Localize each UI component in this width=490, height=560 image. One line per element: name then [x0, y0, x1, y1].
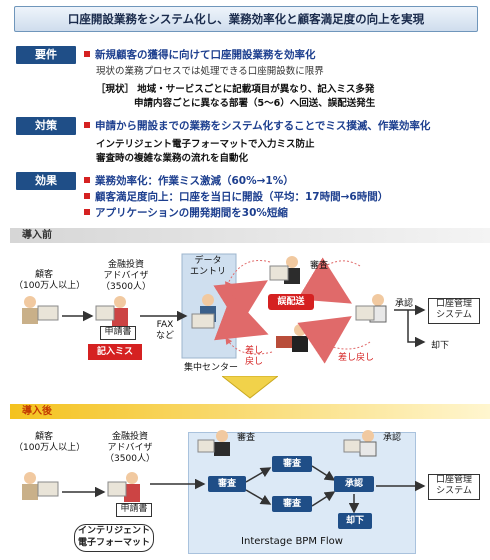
- after-diagram: [22, 430, 426, 514]
- center-label: 集中センター: [183, 363, 238, 373]
- requirement-line-3: ［現状］ 地域・サービスごとに記載項目が異なり、記入ミス多発: [96, 84, 375, 95]
- after-approver-figure: [343, 430, 377, 457]
- flow-node-review-3: 審査: [272, 496, 312, 512]
- flow-node-review-1: 審査: [208, 476, 246, 492]
- effect-line-3: アプリケーションの開発期間を30%短縮: [84, 205, 288, 220]
- before-reject-label: 却下: [430, 341, 449, 351]
- after-advisor-figure: [107, 472, 140, 502]
- before-approval-label: 承認: [394, 299, 413, 309]
- label-measure: 対策: [16, 117, 76, 135]
- entry-error-tag: 記入ミス: [88, 344, 142, 360]
- effect-line-2: 顧客満足度向上：口座を当日に開設（平均：17時間→6時間）: [84, 189, 388, 204]
- after-customer-label: 顧客（100万人以上）: [14, 432, 86, 453]
- bpm-flow-label: Interstage BPM Flow: [241, 536, 343, 547]
- after-customer-figure: [22, 472, 59, 500]
- data-entry-label: データエントリ: [189, 256, 226, 277]
- intelligent-format-bubble: インテリジェント電子フォーマット: [74, 524, 154, 552]
- requirement-line-4: 申請内容ごとに異なる部署（5〜6）へ回送、誤配送発生: [134, 98, 376, 109]
- effect-line-1: 業務効率化：作業ミス激減（60%→1%）: [84, 173, 294, 188]
- misdelivery-tag: 誤配送: [268, 294, 314, 310]
- transition-arrow: [222, 376, 278, 399]
- before-customer-label: 顧客（100万人以上）: [14, 270, 86, 291]
- reviewer2-figure: [276, 324, 308, 352]
- before-system-box: 口座管理システム: [428, 298, 480, 324]
- return1-label: 差し戻し: [244, 346, 263, 367]
- after-application-form: 申請書: [116, 503, 152, 517]
- entry-operator-figure: [191, 294, 216, 329]
- requirement-line-1: 新規顧客の獲得に向けて口座開設業務を効率化: [84, 47, 316, 62]
- flow-node-review-2: 審査: [272, 456, 312, 472]
- before-header: 導入前: [10, 228, 490, 243]
- before-advisor-label: 金融投資アドバイザ（3500人）: [101, 260, 151, 292]
- measure-line-3: 審査時の複雑な業務の流れを自動化: [96, 153, 249, 164]
- after-advisor-label: 金融投資アドバイザ（3500人）: [105, 432, 155, 464]
- return2-label: 差し戻し: [337, 353, 374, 363]
- before-diagram: [22, 253, 426, 364]
- customer-figure: [22, 296, 59, 324]
- approver-figure: [355, 294, 387, 323]
- after-reviewer-figure: [197, 430, 230, 456]
- reviewer1-figure: [269, 256, 300, 284]
- requirement-line-2: 現状の業務プロセスでは処理できる口座開設数に限界: [96, 66, 324, 77]
- after-system-box: 口座管理システム: [428, 474, 480, 500]
- measure-line-1: 申請から開設までの業務をシステム化することでミス撲滅、作業効率化: [84, 118, 430, 133]
- before-application-form: 申請書: [100, 326, 136, 340]
- after-approval-label: 承認: [382, 433, 401, 443]
- page-title: 口座開設業務をシステム化し、業務効率化と顧客満足度の向上を実現: [14, 6, 478, 32]
- before-review-label: 審査: [309, 261, 328, 271]
- label-requirement: 要件: [16, 46, 76, 64]
- after-review-label: 審査: [236, 433, 255, 443]
- advisor-figure: [95, 296, 128, 326]
- flow-node-approve: 承認: [334, 476, 374, 492]
- flow-node-reject: 却下: [338, 513, 372, 529]
- label-effect: 効果: [16, 172, 76, 190]
- measure-line-2: インテリジェント電子フォーマットで入力ミス防止: [96, 139, 315, 150]
- after-header: 導入後: [10, 404, 490, 419]
